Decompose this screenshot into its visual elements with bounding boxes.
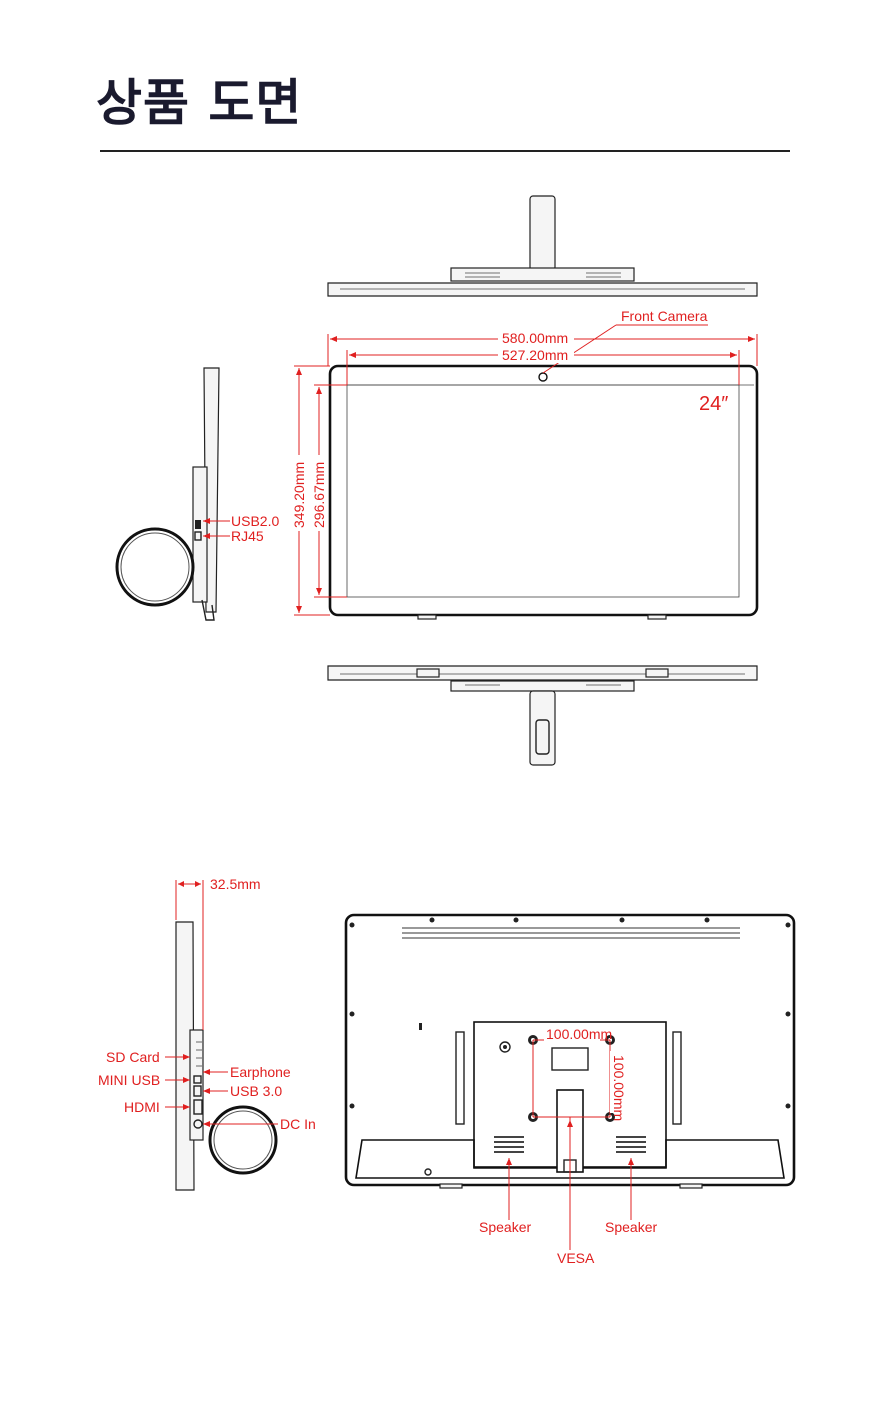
port-dc-label: DC In xyxy=(280,1116,316,1132)
port-hdmi-label: HDMI xyxy=(124,1099,160,1115)
bottom-view-body xyxy=(327,665,758,681)
rear-vent-grill xyxy=(402,927,740,939)
side-view-top: USB2.0 RJ45 xyxy=(115,367,279,621)
vesa-vertical-label: 100.00mm xyxy=(611,1055,627,1121)
rear-stand-base xyxy=(355,1139,785,1179)
port-usb2-label: USB2.0 xyxy=(231,513,279,529)
front-foot-right xyxy=(647,614,667,620)
top-view xyxy=(327,195,758,297)
page-title: 상품 도면 xyxy=(96,74,303,132)
port-sd-label: SD Card xyxy=(106,1049,160,1065)
rear-speaker-left xyxy=(494,1136,524,1153)
front-width-outer: 580.00mm xyxy=(502,330,568,346)
vesa-horizontal-label: 100.00mm xyxy=(546,1026,612,1042)
front-view: 580.00mm 527.20mm Front Camera 24″ 349.2… xyxy=(291,308,759,620)
port-mini-usb-label: MINI USB xyxy=(98,1072,160,1088)
front-bezel xyxy=(328,364,759,617)
side-top-cable xyxy=(115,527,195,607)
side-ports-cable xyxy=(208,1105,278,1175)
bottom-view-back-box xyxy=(450,680,635,692)
screen-size-label: 24″ xyxy=(699,393,728,415)
vesa-label: VESA xyxy=(557,1250,595,1266)
side-depth-label: 32.5mm xyxy=(210,876,261,892)
front-height-inner: 296.67mm xyxy=(311,462,327,528)
rear-view: 100.00mm 100.00mm Speaker Speaker VESA xyxy=(344,913,796,1266)
rear-speaker-right xyxy=(616,1136,646,1153)
port-rj45-label: RJ45 xyxy=(231,528,264,544)
top-view-stand-pole xyxy=(529,195,556,271)
front-width-inner: 527.20mm xyxy=(502,347,568,363)
port-earphone-label: Earphone xyxy=(230,1064,291,1080)
bottom-view xyxy=(327,665,758,766)
side-view-ports: 32.5mm SD Card MINI USB HDMI Earphone US… xyxy=(98,876,316,1191)
port-usb3-label: USB 3.0 xyxy=(230,1083,282,1099)
title-divider xyxy=(100,150,790,152)
top-view-back-box xyxy=(450,267,635,282)
speaker-left-label: Speaker xyxy=(479,1219,531,1235)
speaker-right-label: Speaker xyxy=(605,1219,657,1235)
front-height-outer: 349.20mm xyxy=(291,462,307,528)
front-camera-label: Front Camera xyxy=(621,308,708,324)
top-view-body xyxy=(327,282,758,297)
front-camera-icon xyxy=(538,372,548,382)
front-foot-left xyxy=(417,614,437,620)
